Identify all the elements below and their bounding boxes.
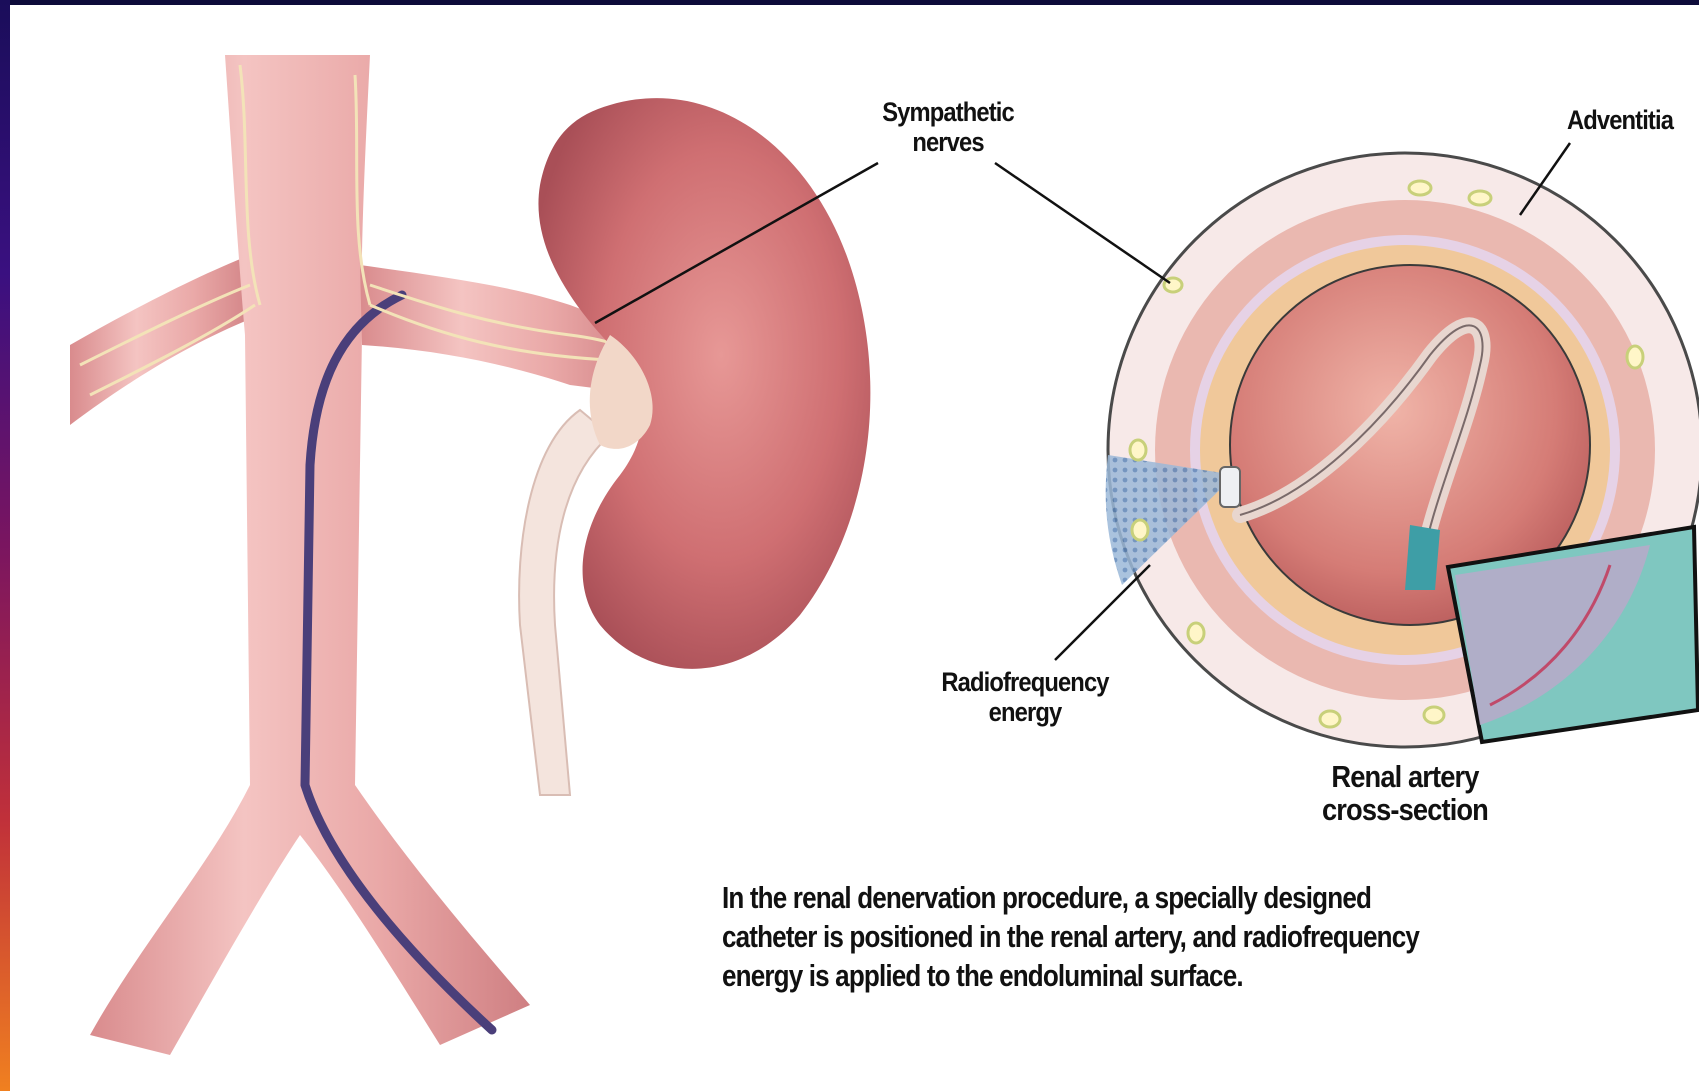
leader-line-nerves-section [995,163,1170,283]
label-sympathetic-nerves: Sympathetic nerves [860,97,1036,157]
label-radiofrequency-energy: Radiofrequency energy [919,667,1130,727]
label-line: Radiofrequency [919,667,1130,697]
figure-caption: In the renal denervation procedure, a sp… [722,878,1461,995]
label-adventitia: Adventitia [1541,105,1699,135]
left-branch-vessel [70,255,260,425]
label-line: nerves [860,127,1036,157]
caption-line: energy is applied to the endoluminal sur… [722,956,1461,995]
catheter-tip [1405,525,1440,590]
catheter-electrode [1220,467,1240,507]
caption-line: In the renal denervation procedure, a sp… [722,878,1461,917]
caption-line: catheter is positioned in the renal arte… [722,917,1461,956]
label-line: Renal artery [1295,760,1515,793]
gradient-side-strip [0,0,10,1091]
illustration-canvas: Sympathetic nerves Adventitia Radiofrequ… [10,5,1699,1091]
label-line: Sympathetic [860,97,1036,127]
label-line: cross-section [1295,793,1515,826]
histology-inset [1448,527,1698,742]
label-renal-artery-cross-section: Renal artery cross-section [1295,760,1515,826]
label-line: energy [919,697,1130,727]
leader-line-radiofrequency [1055,565,1150,660]
